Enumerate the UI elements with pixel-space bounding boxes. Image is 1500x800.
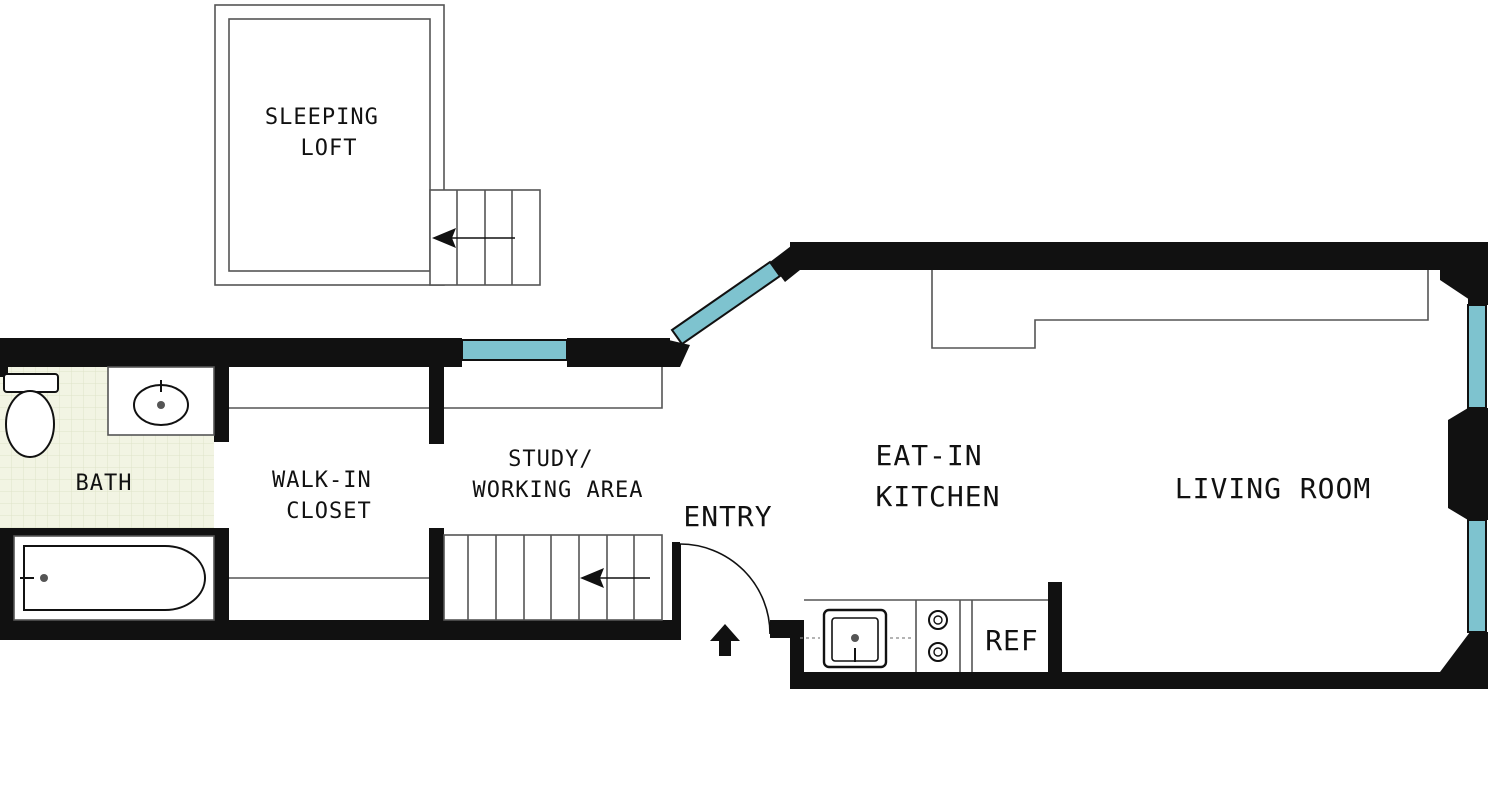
label-walk-in-closet: WALK-IN CLOSET bbox=[272, 468, 386, 524]
kitchen-counter bbox=[800, 582, 1062, 677]
loft-ladder bbox=[429, 189, 541, 286]
label-living-room: LIVING ROOM bbox=[1175, 472, 1371, 505]
label-study-line2: WORKING AREA bbox=[473, 478, 644, 503]
toilet-icon bbox=[3, 373, 59, 458]
label-eat-in-kitchen-line2: KITCHEN bbox=[875, 480, 1000, 513]
window bbox=[461, 339, 568, 361]
stove-icon bbox=[928, 610, 948, 662]
exterior-walls bbox=[0, 242, 1488, 689]
stairs-arrow-icon bbox=[580, 568, 604, 588]
label-sleeping-loft-line1: SLEEPING bbox=[265, 105, 379, 130]
label-bath: BATH bbox=[76, 471, 133, 496]
stairs bbox=[443, 534, 663, 621]
label-study: STUDY/ WORKING AREA bbox=[473, 447, 644, 503]
window bbox=[1467, 304, 1487, 409]
label-eat-in-kitchen-line1: EAT-IN bbox=[875, 439, 982, 472]
label-eat-in-kitchen: EAT-IN KITCHEN bbox=[875, 439, 1000, 513]
label-walk-in-closet-line2: CLOSET bbox=[286, 499, 371, 524]
entry-arrow-icon bbox=[710, 624, 740, 656]
interior-walls bbox=[0, 367, 444, 620]
entry-door bbox=[672, 542, 771, 640]
label-entry: ENTRY bbox=[683, 500, 772, 533]
sleeping-loft bbox=[214, 4, 541, 286]
built-ins bbox=[229, 270, 1429, 579]
label-study-line1: STUDY/ bbox=[508, 447, 593, 472]
vanity-sink-icon bbox=[107, 366, 215, 436]
window bbox=[670, 260, 782, 346]
label-sleeping-loft: SLEEPING LOFT bbox=[265, 105, 393, 161]
window bbox=[1467, 519, 1487, 633]
label-refrigerator: REF bbox=[985, 624, 1039, 657]
windows bbox=[461, 260, 1487, 633]
bathtub-icon bbox=[13, 535, 215, 621]
label-walk-in-closet-line1: WALK-IN bbox=[272, 468, 372, 493]
kitchen-sink-icon bbox=[800, 608, 912, 669]
ladder-arrow-icon bbox=[432, 228, 456, 248]
label-sleeping-loft-line2: LOFT bbox=[301, 136, 358, 161]
